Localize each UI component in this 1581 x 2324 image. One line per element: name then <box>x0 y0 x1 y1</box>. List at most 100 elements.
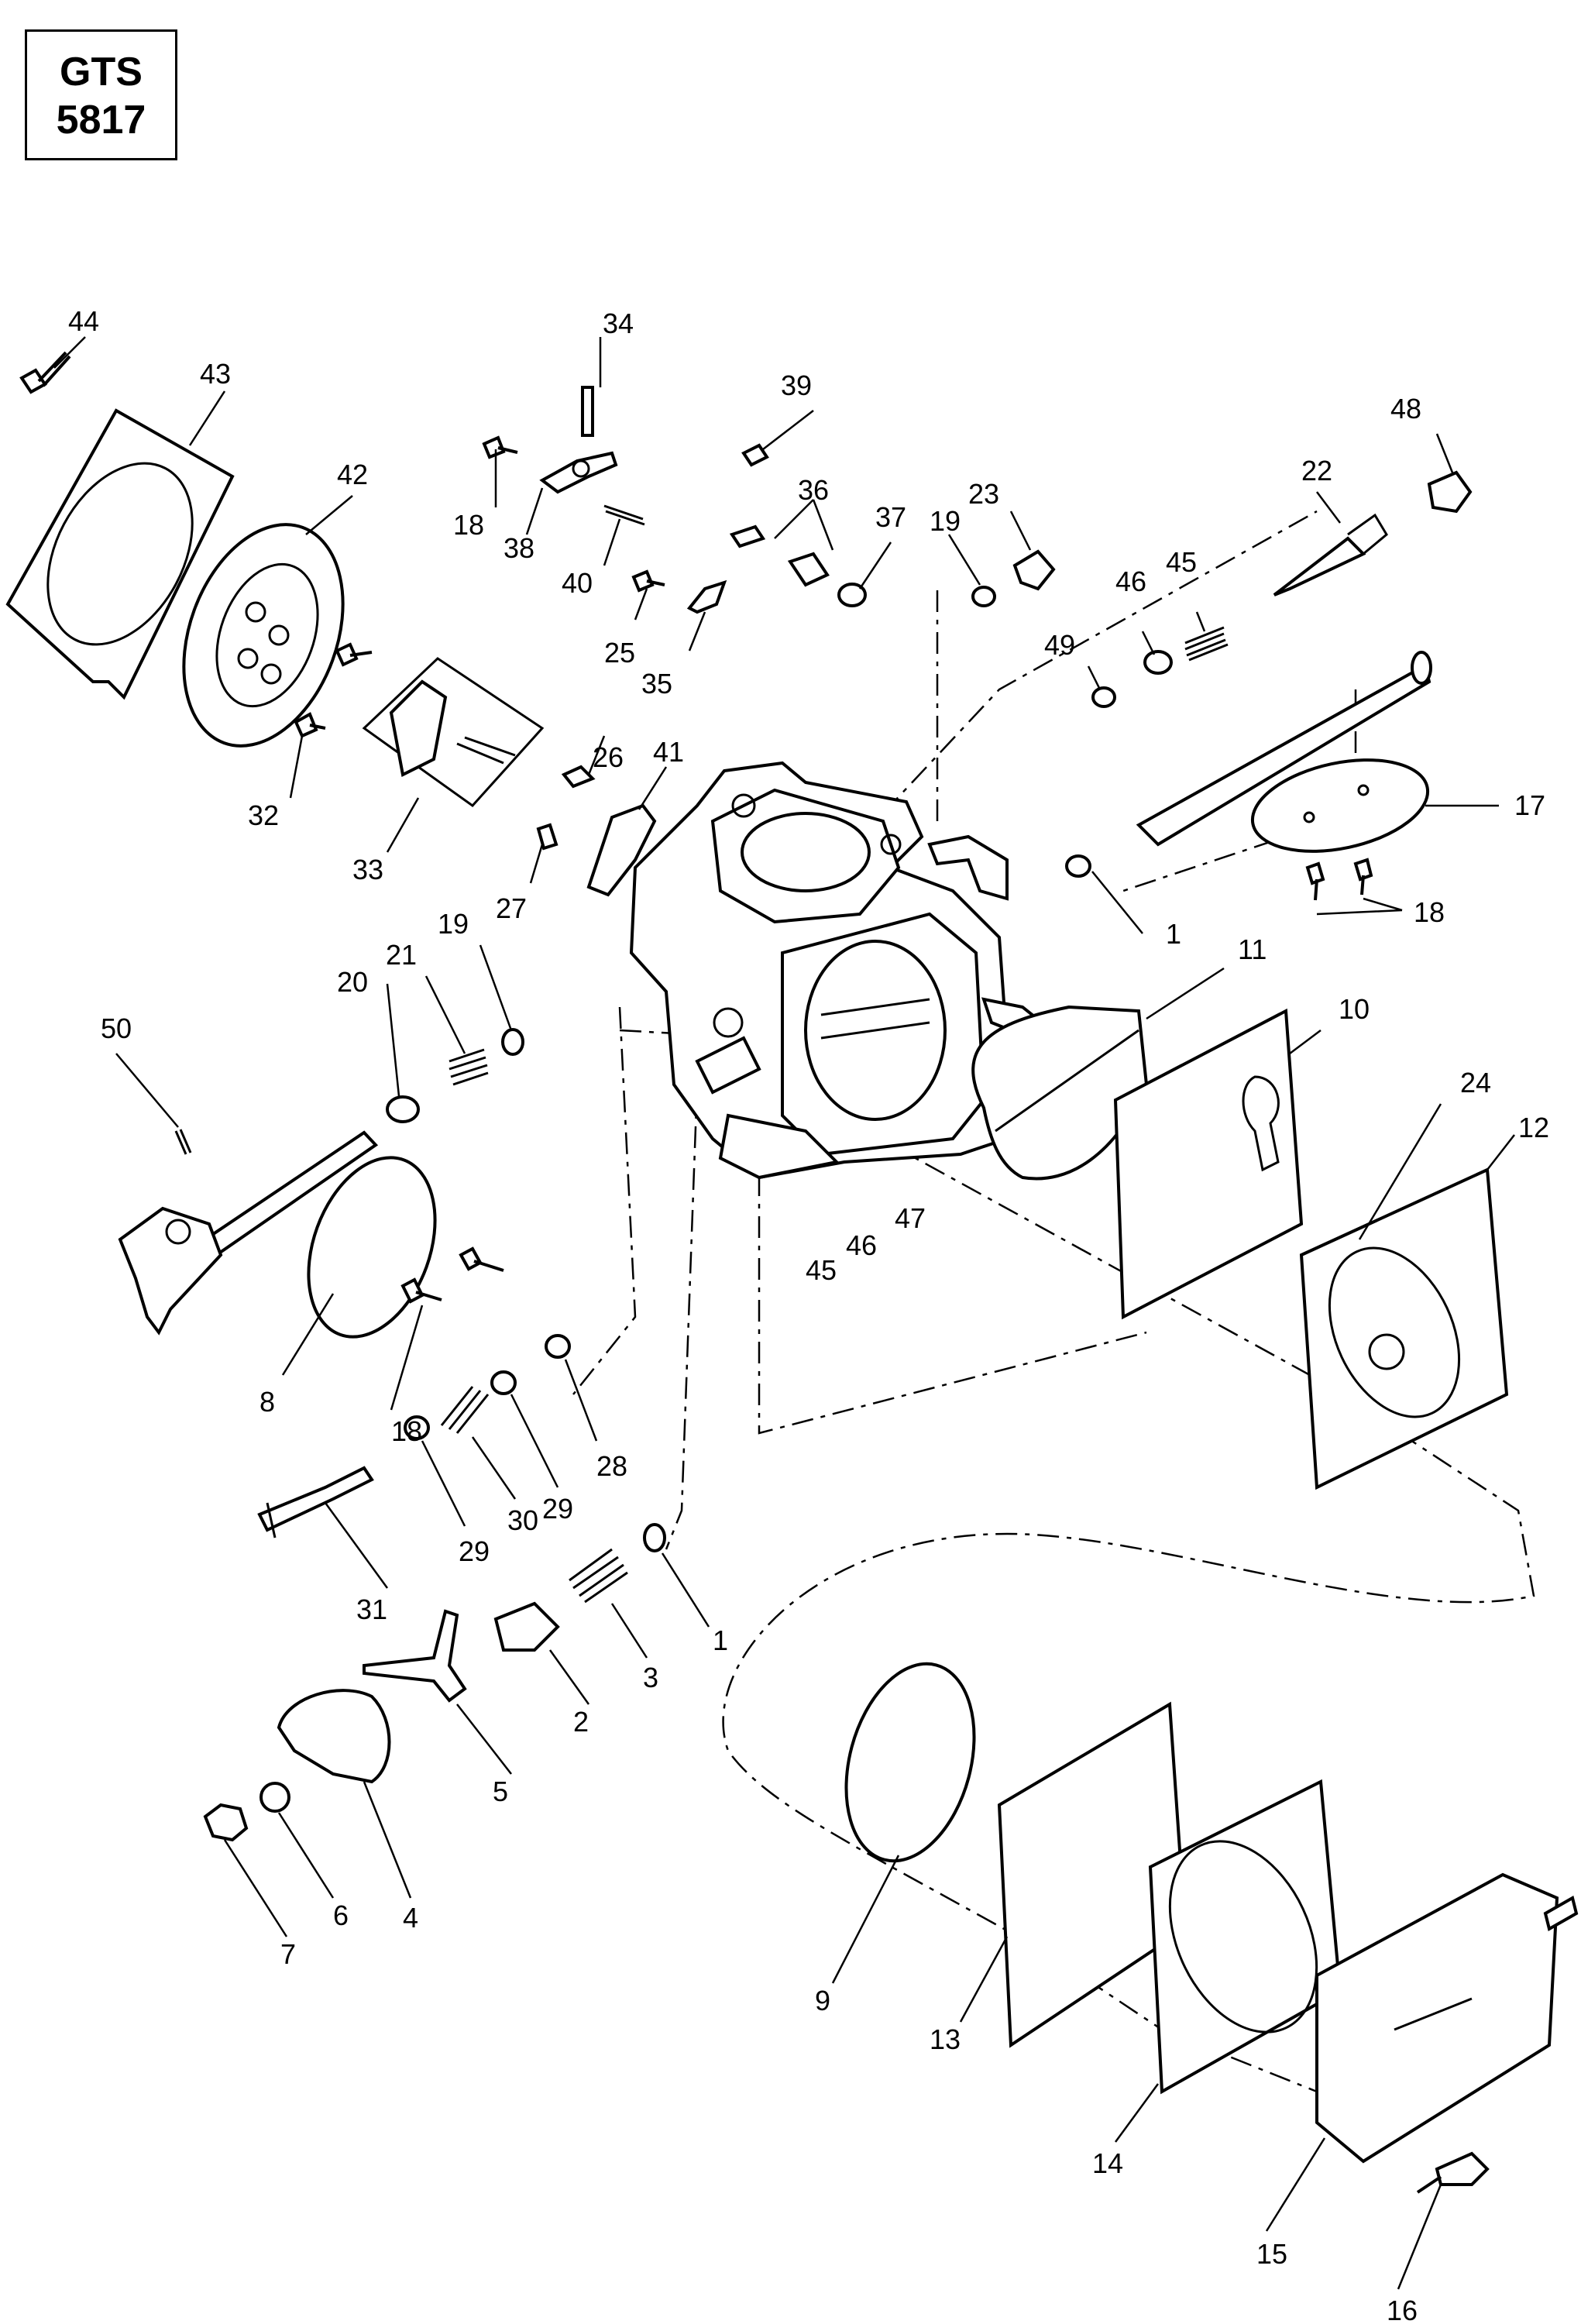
jet <box>741 443 769 467</box>
callout: 3 <box>643 1662 658 1693</box>
spring-pin <box>603 504 645 526</box>
callout: 6 <box>333 1899 349 1931</box>
limiter-cap <box>1427 470 1473 514</box>
o-ring <box>1091 686 1116 708</box>
spring <box>449 1048 489 1086</box>
callout: 14 <box>1092 2147 1123 2179</box>
callout: 22 <box>1301 455 1332 486</box>
diagram-model: GTS <box>60 50 143 95</box>
callout: 24 <box>1460 1067 1491 1098</box>
jet <box>536 823 559 851</box>
spring <box>1184 626 1229 662</box>
callout: 33 <box>352 854 383 885</box>
needle <box>729 524 766 548</box>
callout: 1 <box>713 1624 728 1656</box>
callout: 45 <box>1166 546 1197 578</box>
screw <box>1416 2151 1490 2194</box>
callout: 15 <box>1256 2238 1287 2270</box>
gasket-plate <box>1113 1008 1304 1320</box>
callout: 40 <box>562 567 593 599</box>
diagram-number: 5817 <box>56 98 146 143</box>
screw <box>294 712 326 738</box>
callout: 30 <box>507 1504 538 1536</box>
callout: 47 <box>895 1202 926 1234</box>
callout: 34 <box>603 308 634 339</box>
callout: 18 <box>1414 896 1445 928</box>
callout: 41 <box>653 736 684 768</box>
callout: 13 <box>930 2023 961 2055</box>
diagram-id-box: GTS 5817 <box>25 29 177 160</box>
cap <box>1012 549 1056 591</box>
callout: 4 <box>403 1902 418 1934</box>
o-ring <box>971 586 996 607</box>
callout: 25 <box>604 637 635 669</box>
callout: 16 <box>1387 2295 1418 2324</box>
pump-cover <box>1299 1167 1509 1490</box>
callout: 32 <box>248 799 279 831</box>
washer <box>490 1370 517 1395</box>
lever <box>539 451 618 494</box>
callout: 29 <box>542 1493 573 1525</box>
callout: 36 <box>798 474 829 506</box>
o-ring <box>837 583 867 607</box>
pump-body <box>1315 1872 1559 2164</box>
bracket <box>686 579 727 614</box>
callout: 18 <box>391 1415 422 1447</box>
screw <box>1353 858 1373 896</box>
choke-plate <box>307 1156 437 1339</box>
screw <box>482 435 518 459</box>
screw <box>1305 861 1325 901</box>
callout: 8 <box>259 1386 275 1418</box>
callout: 46 <box>846 1229 877 1261</box>
callout: 7 <box>280 1938 296 1970</box>
callout: 43 <box>200 358 231 390</box>
bushing <box>493 1601 560 1652</box>
mixture-screw <box>1273 536 1366 596</box>
callout: 44 <box>68 305 99 337</box>
screw <box>19 351 71 394</box>
callout: 12 <box>1518 1112 1549 1143</box>
callout: 50 <box>101 1012 132 1044</box>
callout: 35 <box>641 668 672 700</box>
jet <box>561 765 596 789</box>
callout: 5 <box>493 1776 508 1807</box>
o-ring <box>643 1523 666 1552</box>
lever-set-box <box>362 657 545 807</box>
parts <box>5 351 1579 2194</box>
lever <box>363 1609 467 1703</box>
callout: 20 <box>337 966 368 998</box>
gasket <box>586 803 657 897</box>
callout: 26 <box>593 741 624 773</box>
callout: 39 <box>781 370 812 401</box>
callout: 9 <box>815 1985 830 2016</box>
screw <box>335 642 373 667</box>
callout: 49 <box>1044 629 1075 661</box>
callout: 45 <box>806 1254 837 1286</box>
needle-seat <box>787 552 830 587</box>
callout: 42 <box>337 459 368 490</box>
callout: 48 <box>1390 393 1421 425</box>
washer <box>1143 650 1173 675</box>
lock-washer <box>259 1782 290 1813</box>
callout: 11 <box>1238 933 1267 965</box>
washer <box>404 1415 430 1440</box>
callout-labels: 1 1 2 3 4 5 6 7 8 9 10 11 12 13 14 15 16… <box>68 305 1549 2324</box>
throttle-plate <box>1250 758 1430 853</box>
cover-plate <box>5 408 235 700</box>
callout: 1 <box>1166 918 1181 950</box>
o-ring <box>1065 854 1091 878</box>
spring <box>569 1548 628 1604</box>
nut <box>203 1803 249 1842</box>
callout: 23 <box>968 478 999 510</box>
callout: 17 <box>1514 789 1545 821</box>
o-ring <box>545 1334 571 1359</box>
pin <box>581 386 594 437</box>
carburetor-body <box>629 761 1044 1180</box>
spring <box>440 1386 490 1434</box>
idle-screw <box>257 1466 374 1532</box>
callout: 2 <box>573 1706 589 1738</box>
callout: 31 <box>356 1593 387 1625</box>
cover <box>277 1689 391 1784</box>
callout: 19 <box>930 505 961 537</box>
